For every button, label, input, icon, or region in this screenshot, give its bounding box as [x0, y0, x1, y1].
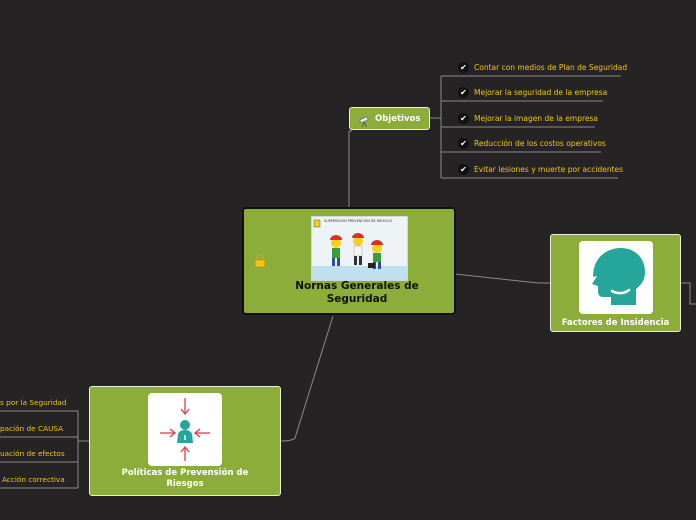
politicas-title: Políticas de Prevensión de Riesgos	[121, 468, 249, 489]
factores-topic[interactable]: Factores de Insidencia	[550, 234, 681, 332]
central-topic[interactable]: SUPERVISION PREVENCIÓN DE RIESGOS Norn	[242, 207, 456, 315]
objetivo-item-4[interactable]: Reducción de los costos operativos	[474, 139, 606, 148]
checkmark-icon: ✔	[458, 62, 469, 73]
image-caption: SUPERVISION PREVENCIÓN DE RIESGOS	[324, 219, 392, 223]
checkmark-icon: ✔	[458, 164, 469, 175]
politica-item-3[interactable]: uación de efectos	[0, 449, 65, 458]
checkmark-icon: ✔	[458, 113, 469, 124]
politica-item-1[interactable]: s por la Seguridad	[0, 398, 67, 407]
politicas-topic[interactable]: Políticas de Prevensión de Riesgos	[89, 386, 281, 496]
politica-item-4[interactable]: Acción correctiva	[2, 475, 65, 484]
head-profile-icon	[579, 241, 653, 314]
objetivo-item-2[interactable]: Mejorar la seguridad de la empresa	[474, 88, 608, 97]
objetivo-item-1[interactable]: Contar con medios de Plan de Seguridad	[474, 63, 628, 72]
objetivos-topic[interactable]: Objetivos	[349, 107, 430, 130]
checkmark-icon: ✔	[458, 138, 469, 149]
objetivo-item-5[interactable]: Evitar lesiones y muerte por accidentes	[474, 165, 624, 174]
telescope-icon	[358, 113, 371, 128]
politica-item-2[interactable]: pación de CAUSA	[0, 424, 64, 433]
objetivos-title: Objetivos	[375, 114, 421, 124]
safety-illustration: SUPERVISION PREVENCIÓN DE RIESGOS	[311, 216, 408, 281]
objetivo-item-3[interactable]: Mejorar la imagen de la empresa	[474, 114, 599, 123]
central-title: Nornas Generales de Seguridad	[295, 280, 419, 305]
prevention-person-icon	[148, 393, 222, 466]
checkmark-icon: ✔	[458, 87, 469, 98]
factores-title: Factores de Insidencia	[561, 318, 670, 328]
padlock-icon	[254, 253, 266, 268]
